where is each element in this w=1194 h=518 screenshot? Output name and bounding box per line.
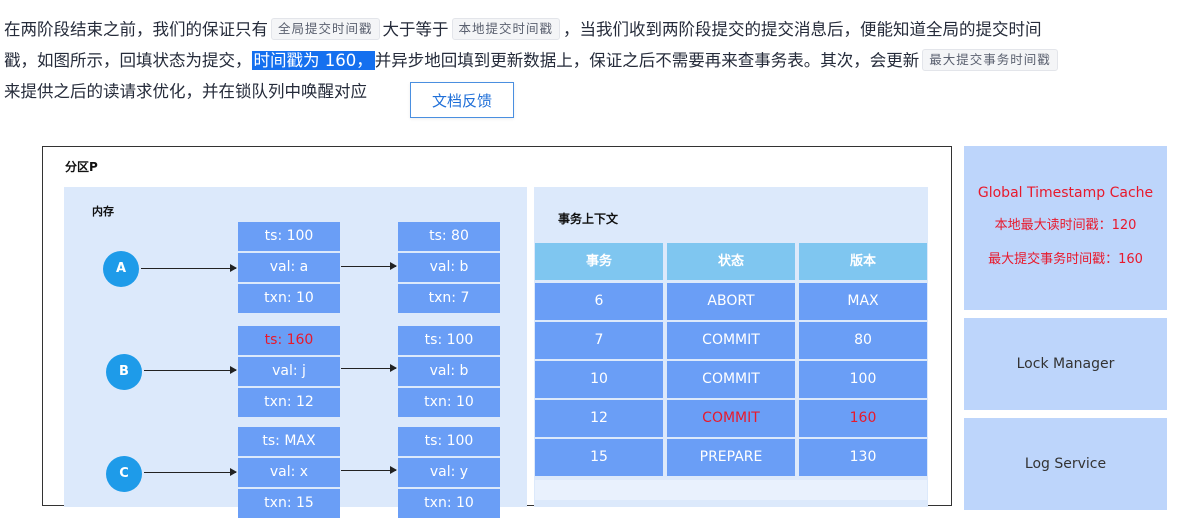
arrow xyxy=(144,366,237,374)
table-cell: PREPARE xyxy=(667,439,795,476)
version-cell: ts: 100 xyxy=(238,222,340,251)
table-cell: COMMIT xyxy=(667,322,795,359)
table-cell: 10 xyxy=(535,361,663,398)
table-cell: 7 xyxy=(535,322,663,359)
version-cell: txn: 10 xyxy=(398,489,500,518)
table-cell: 12 xyxy=(535,400,663,437)
version-cell: val: b xyxy=(398,253,500,282)
table-header: 版本 xyxy=(799,243,927,280)
log-service-panel: Log Service xyxy=(964,418,1167,510)
version-cell: txn: 10 xyxy=(398,388,500,417)
version-cell: val: a xyxy=(238,253,340,282)
table-cell: COMMIT xyxy=(667,361,795,398)
version-cell: ts: 80 xyxy=(398,222,500,251)
gtc-title: Global Timestamp Cache xyxy=(977,185,1154,201)
table-cell: 6 xyxy=(535,283,663,320)
text-span: 来提供之后的读请求优化，并在锁队列中唤醒对应 xyxy=(4,82,367,101)
node-a: A xyxy=(103,251,139,287)
tx-context-label: 事务上下文 xyxy=(558,212,619,226)
gtc-max-commit: 最大提交事务时间戳：160 xyxy=(988,252,1143,267)
arrow xyxy=(341,364,397,372)
article-paragraph: 在两阶段结束之前，我们的保证只有全局提交时间戳大于等于本地提交时间戳，当我们收到… xyxy=(4,14,1194,107)
paragraph-line-1: 在两阶段结束之前，我们的保证只有全局提交时间戳大于等于本地提交时间戳，当我们收到… xyxy=(4,14,1194,45)
partition-label: 分区P xyxy=(65,160,98,174)
version-cell: val: j xyxy=(238,357,340,386)
table-cell: 130 xyxy=(799,439,927,476)
gtc-local-max-read: 本地最大读时间戳：120 xyxy=(994,218,1137,233)
table-cell: 15 xyxy=(535,439,663,476)
table-header: 事务 xyxy=(535,243,663,280)
version-cell: txn: 15 xyxy=(238,489,340,518)
text-span: 戳，如图所示，回填状态为提交， xyxy=(4,51,252,70)
table-cell: 100 xyxy=(799,361,927,398)
arrow xyxy=(341,262,397,270)
version-cell: val: b xyxy=(398,357,500,386)
version-cell: txn: 7 xyxy=(398,284,500,313)
version-cell: ts: 100 xyxy=(398,326,500,355)
arrow xyxy=(341,466,397,474)
arrow xyxy=(144,468,237,476)
global-timestamp-cache-panel: Global Timestamp Cache 本地最大读时间戳：120 最大提交… xyxy=(964,146,1167,310)
table-cell-updated: 160 xyxy=(799,400,927,437)
version-cell: ts: MAX xyxy=(238,427,340,456)
inline-code-global-commit-ts: 全局提交时间戳 xyxy=(271,18,380,40)
version-cell: txn: 10 xyxy=(238,284,340,313)
inline-code-max-commit-ts: 最大提交事务时间戳 xyxy=(922,49,1058,71)
arrow xyxy=(141,264,237,272)
selected-text[interactable]: 时间戳为 160， xyxy=(251,51,375,70)
paragraph-line-3: 来提供之后的读请求优化，并在锁队列中唤醒对应 xyxy=(4,76,1194,107)
lock-manager-panel: Lock Manager xyxy=(964,318,1167,410)
memory-label: 内存 xyxy=(92,205,114,218)
version-cell: val: y xyxy=(398,458,500,487)
table-cell: MAX xyxy=(799,283,927,320)
table-cell: ABORT xyxy=(667,283,795,320)
node-c: C xyxy=(106,456,142,492)
doc-feedback-button[interactable]: 文档反馈 xyxy=(410,82,514,118)
version-cell: txn: 12 xyxy=(238,388,340,417)
version-cell: val: x xyxy=(238,458,340,487)
version-cell: ts: 100 xyxy=(398,427,500,456)
table-extra-row xyxy=(535,480,927,500)
text-span: 在两阶段结束之前，我们的保证只有 xyxy=(4,20,268,39)
text-span: 大于等于 xyxy=(382,20,449,39)
version-cell-updated: ts: 160 xyxy=(238,326,340,355)
node-b: B xyxy=(106,354,142,390)
text-span: 并异步地回填到更新数据上，保证之后不需要再来查事务表。其次，会更新 xyxy=(374,51,920,70)
table-header: 状态 xyxy=(667,243,795,280)
table-cell-updated: COMMIT xyxy=(667,400,795,437)
inline-code-local-commit-ts: 本地提交时间戳 xyxy=(451,18,561,40)
paragraph-line-2: 戳，如图所示，回填状态为提交，时间戳为 160，并异步地回填到更新数据上，保证之… xyxy=(4,45,1194,76)
table-cell: 80 xyxy=(799,322,927,359)
text-span: ，当我们收到两阶段提交的提交消息后，便能知道全局的提交时间 xyxy=(563,20,1042,39)
